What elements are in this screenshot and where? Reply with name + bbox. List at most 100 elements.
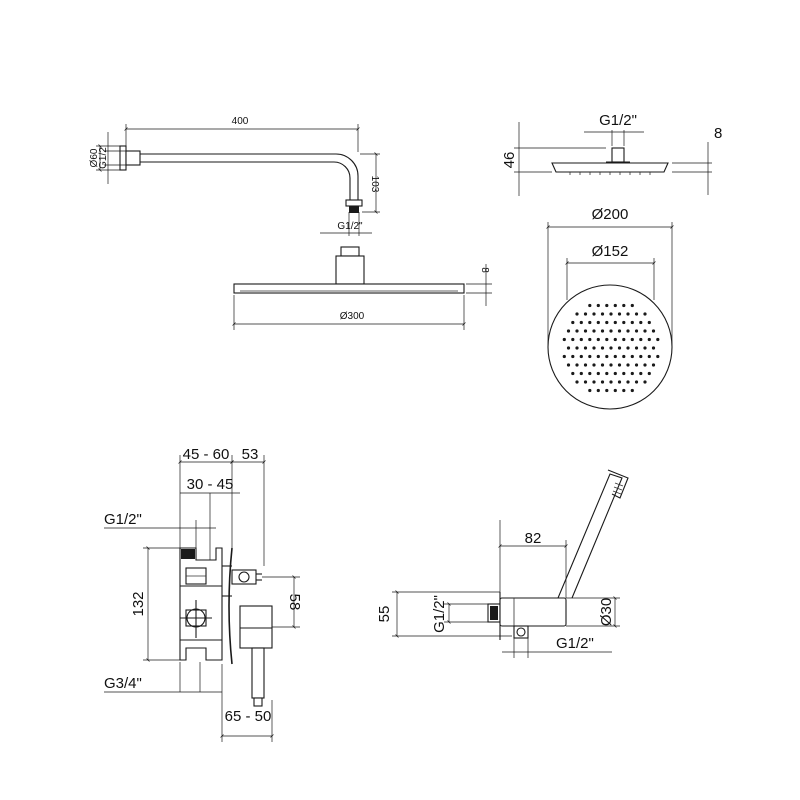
nozzle-hole xyxy=(600,312,605,316)
nozzle-hole xyxy=(622,320,626,325)
nozzle-hole xyxy=(571,354,575,359)
nozzle-hole xyxy=(617,346,622,350)
nozzle-hole xyxy=(575,346,579,350)
nozzle-hole xyxy=(583,380,588,384)
nozzle-hole xyxy=(605,303,609,308)
dim-round-thickness: 8 xyxy=(714,125,722,142)
nozzle-hole xyxy=(639,371,643,376)
nozzle-hole xyxy=(583,346,588,350)
dim-mixer-spacing: 58 xyxy=(286,594,303,611)
nozzle-hole xyxy=(639,354,643,359)
nozzle-hole xyxy=(579,320,583,325)
hand-hose-connector xyxy=(513,625,529,639)
nozzle-hole xyxy=(634,329,639,333)
nozzle-hole xyxy=(596,388,600,393)
dim-mixer-cover: 53 xyxy=(242,446,259,463)
nozzle-hole xyxy=(639,320,643,325)
nozzle-hole xyxy=(583,312,588,316)
mixer-handle-body xyxy=(239,605,273,649)
nozzle-hole xyxy=(605,371,609,376)
mixer-outlet xyxy=(231,569,257,585)
head-side-view: 8 Ø300 xyxy=(232,246,492,330)
nozzle-hole xyxy=(656,337,660,342)
mixer-body-outline xyxy=(179,547,223,661)
nozzle-hole xyxy=(613,320,617,325)
nozzle-hole xyxy=(639,337,643,342)
nozzle-hole xyxy=(643,380,647,384)
nozzle-hole xyxy=(600,380,605,384)
dim-flange-diameter: Ø60 xyxy=(89,148,100,167)
dim-arm-length: 400 xyxy=(232,116,249,127)
nozzle-hole xyxy=(592,312,596,316)
nozzle-hole xyxy=(626,312,630,316)
nozzle-hole xyxy=(605,320,609,325)
nozzle-hole xyxy=(566,329,571,333)
nozzle-hole xyxy=(600,346,605,350)
nozzle-hole xyxy=(600,363,605,367)
nozzle-hole xyxy=(613,354,617,359)
nozzle-hole xyxy=(622,388,626,393)
nozzle-hole xyxy=(651,363,656,367)
nozzle-hole xyxy=(617,380,622,384)
hand-shower-view: 82 55 G1/2" Ø30 G1/2" xyxy=(376,469,629,658)
head-connector-body xyxy=(335,255,365,285)
nozzle-hole xyxy=(605,337,609,342)
nozzle-hole xyxy=(622,354,626,359)
nozzle-hole xyxy=(643,346,647,350)
nozzle-hole xyxy=(575,363,579,367)
nozzle-hole xyxy=(651,329,656,333)
nozzle-hole xyxy=(579,371,583,376)
nozzle-hole xyxy=(609,346,613,350)
dim-round-outer-diameter: Ø200 xyxy=(592,206,629,223)
dim-mixer-depth-outer: 45 - 60 xyxy=(183,446,230,463)
nozzle-hole xyxy=(647,320,651,325)
nozzle-hole xyxy=(596,320,600,325)
round-head-profile xyxy=(551,162,669,173)
hand-shower-wand xyxy=(557,473,623,599)
nozzle-hole xyxy=(588,388,592,393)
nozzle-hole xyxy=(575,380,579,384)
nozzle-hole xyxy=(588,371,592,376)
nozzle-hole xyxy=(656,354,660,359)
nozzle-hole xyxy=(596,354,600,359)
nozzle-hole xyxy=(575,312,579,316)
nozzle-pattern xyxy=(562,303,660,393)
nozzle-hole xyxy=(609,363,613,367)
dim-hand-hose-thread: G1/2" xyxy=(556,635,594,652)
nozzle-hole xyxy=(588,354,592,359)
nozzle-hole xyxy=(622,337,626,342)
nozzle-hole xyxy=(626,380,630,384)
nozzle-hole xyxy=(651,346,656,350)
nozzle-hole xyxy=(630,388,634,393)
nozzle-hole xyxy=(643,363,647,367)
dim-mixer-handle: 65 - 50 xyxy=(225,708,272,725)
nozzle-hole xyxy=(566,346,571,350)
dim-round-thread: G1/2" xyxy=(599,112,637,129)
dim-drop-height: 103 xyxy=(369,176,380,193)
nozzle-hole xyxy=(647,337,651,342)
shower-arm-outline xyxy=(140,153,359,200)
nozzle-hole xyxy=(634,363,639,367)
nozzle-hole xyxy=(596,337,600,342)
nozzle-hole xyxy=(592,346,596,350)
dim-hand-diameter: Ø30 xyxy=(598,598,615,626)
arm-outlet-thread xyxy=(349,206,359,213)
dim-mixer-depth-inner: 30 - 45 xyxy=(187,476,234,493)
nozzle-hole xyxy=(562,337,566,342)
round-head-view: G1/2" 8 46 Ø200 Ø152 xyxy=(501,112,722,410)
nozzle-hole xyxy=(609,312,613,316)
arm-outlet-nut xyxy=(345,199,363,207)
nozzle-hole xyxy=(592,363,596,367)
head-plate xyxy=(233,283,465,294)
nozzle-hole xyxy=(562,354,566,359)
dim-hand-height: 55 xyxy=(376,606,393,623)
nozzle-hole xyxy=(617,329,622,333)
nozzle-hole xyxy=(605,388,609,393)
nozzle-hole xyxy=(617,312,622,316)
nozzle-hole xyxy=(630,371,634,376)
mixer-cover-plate xyxy=(228,547,233,665)
nozzle-hole xyxy=(588,303,592,308)
nozzle-hole xyxy=(613,371,617,376)
nozzle-hole xyxy=(626,329,630,333)
